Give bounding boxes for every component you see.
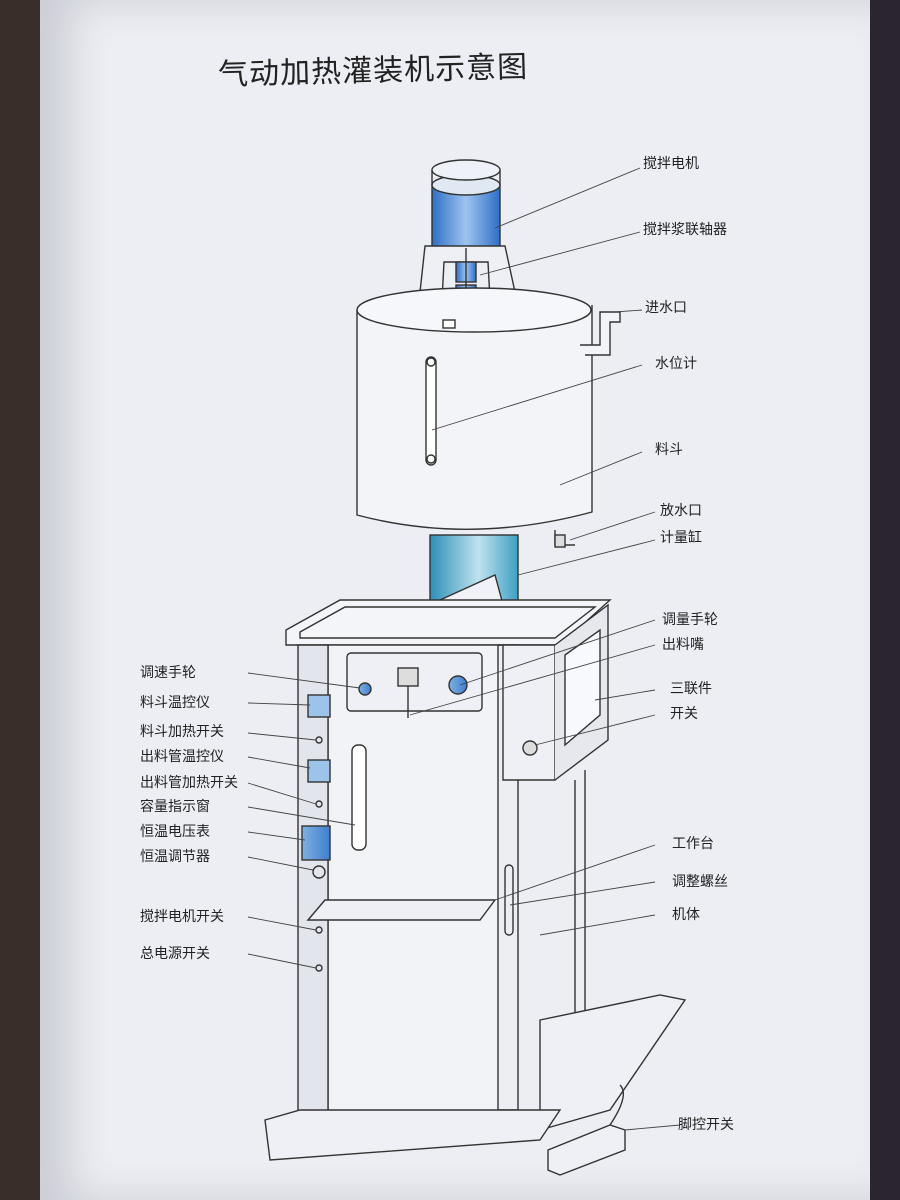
label-triplet: 三联件 xyxy=(670,681,712,697)
label-thermostat-regulator: 恒温调节器 xyxy=(140,849,210,865)
label-drain-outlet: 放水口 xyxy=(660,503,702,519)
stir-motor-shape xyxy=(431,159,501,249)
label-water-inlet: 进水口 xyxy=(645,300,687,316)
label-capacity-window: 容量指示窗 xyxy=(140,799,210,815)
label-body: 机体 xyxy=(672,907,700,923)
label-hopper-heat-switch: 料斗加热开关 xyxy=(140,724,224,740)
label-foot-switch: 脚控开关 xyxy=(678,1117,734,1133)
label-water-gauge: 水位计 xyxy=(655,356,697,372)
label-pipe-temp-controller: 出料管温控仪 xyxy=(140,749,224,765)
hopper-shape xyxy=(356,287,621,548)
label-thermostat-voltmeter: 恒温电压表 xyxy=(140,824,210,840)
leader-lines xyxy=(247,167,681,1131)
label-pipe-heat-switch: 出料管加热开关 xyxy=(140,775,238,791)
page-edge xyxy=(870,0,900,1200)
label-paddle-coupling: 搅拌浆联轴器 xyxy=(643,222,727,238)
label-worktable: 工作台 xyxy=(672,836,714,852)
label-metering-cylinder: 计量缸 xyxy=(660,530,702,546)
label-stir-motor: 搅拌电机 xyxy=(643,156,699,172)
label-main-power-switch: 总电源开关 xyxy=(140,946,210,962)
label-hopper-temp-controller: 料斗温控仪 xyxy=(140,695,210,711)
label-switch: 开关 xyxy=(670,706,698,722)
label-nozzle: 出料嘴 xyxy=(662,637,704,653)
label-speed-handwheel: 调速手轮 xyxy=(140,665,196,681)
label-volume-handwheel: 调量手轮 xyxy=(662,612,718,628)
label-hopper: 料斗 xyxy=(655,442,683,458)
label-adjust-screw: 调整螺丝 xyxy=(672,874,728,890)
label-stir-motor-switch: 搅拌电机开关 xyxy=(140,909,224,925)
